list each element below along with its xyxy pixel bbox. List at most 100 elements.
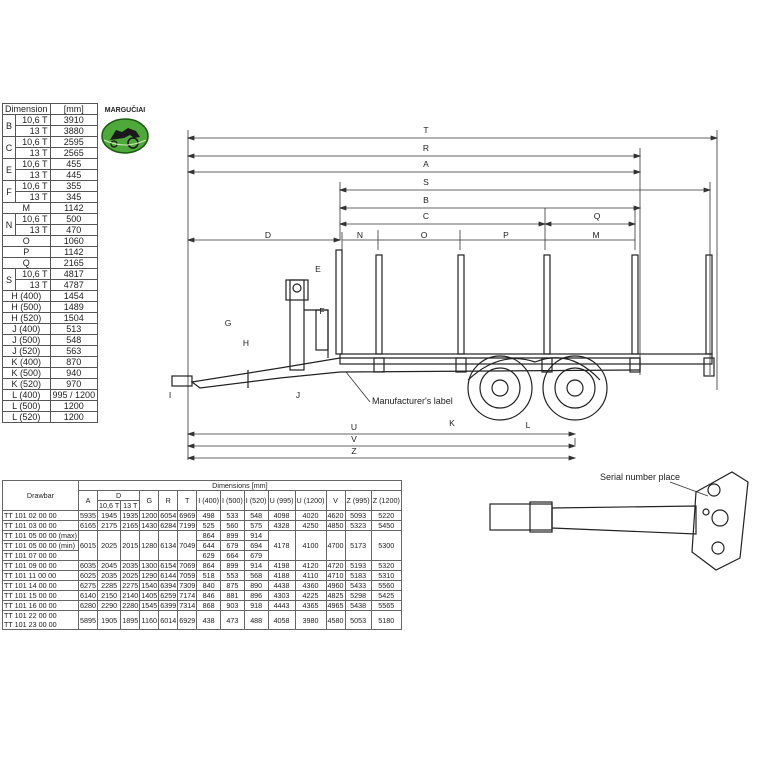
table-cell: 864 (196, 560, 222, 571)
table-cell: 4058 (267, 610, 296, 630)
drawbar-header: Drawbar (2, 480, 79, 511)
dimension-variant: 10,6 T (15, 158, 51, 170)
table-cell: 4110 (294, 570, 327, 581)
table-cell: 553 (220, 570, 245, 581)
dimension-value: 970 (49, 378, 99, 390)
drawbar-code: TT 101 02 00 00 (2, 510, 79, 521)
table-cell: 664 (220, 550, 245, 561)
table-cell: 896 (243, 590, 269, 601)
dimension-row: H (520)1504 (2, 312, 99, 324)
dimension-value: 995 / 1200 (49, 389, 99, 401)
table-cell: 4965 (325, 600, 346, 611)
table-cell: 4700 (325, 530, 346, 561)
table-cell: 5093 (344, 510, 372, 521)
table-cell: 5300 (370, 530, 402, 561)
drawbar-code: TT 101 05 00 00 (min) (2, 540, 79, 551)
dimension-value: 345 (49, 191, 99, 203)
table-cell: 4365 (294, 600, 327, 611)
col-header: I (520) (243, 490, 269, 511)
dimension-row: K (400)870 (2, 356, 99, 368)
table-cell: 4328 (267, 520, 296, 531)
dim-letter-l: L (526, 420, 531, 430)
dimension-name: J (500) (2, 334, 51, 346)
dimension-name: L (520) (2, 411, 51, 423)
dimension-variant: 10,6 T (15, 136, 51, 148)
dimension-value: 1454 (49, 290, 99, 302)
col-header: G (139, 490, 160, 511)
table-cell: 4620 (325, 510, 346, 521)
dimension-name: J (520) (2, 345, 51, 357)
dimension-name: H (400) (2, 290, 51, 302)
table-cell: 5193 (344, 560, 372, 571)
table-cell: 899 (220, 530, 245, 541)
table-cell: 629 (196, 550, 222, 561)
table-cell: 2035 (120, 560, 141, 571)
table-cell: 518 (196, 570, 222, 581)
dim-letter-u: U (351, 422, 357, 432)
drawbar-code: TT 101 11 00 00 (2, 570, 79, 581)
table-cell: 6969 (177, 510, 198, 521)
table-cell: 868 (196, 600, 222, 611)
dim-letter-a: A (423, 159, 429, 169)
table-cell: 5935 (77, 510, 98, 521)
col-header: I (400) (196, 490, 222, 511)
table-cell: 6259 (158, 590, 179, 601)
table-cell: 914 (243, 530, 269, 541)
dimension-value: 1200 (49, 411, 99, 423)
dim-letter-n: N (357, 230, 363, 240)
col-header: V (325, 490, 346, 511)
table-cell: 2280 (120, 600, 141, 611)
dimension-variant: 13 T (15, 125, 51, 137)
dimension-variant: 10,6 T (15, 180, 51, 192)
table-cell: 1160 (139, 610, 160, 630)
table-cell: 2025 (96, 530, 122, 561)
table-cell: 498 (196, 510, 222, 521)
dimension-value: 2595 (49, 136, 99, 148)
drawbar-code: TT 101 03 00 00 (2, 520, 79, 531)
logo-text: MARGUČIAI (105, 105, 145, 114)
dimension-value: 1504 (49, 312, 99, 324)
dimension-value: 355 (49, 180, 99, 192)
dimension-name: L (500) (2, 400, 51, 412)
col-header: T (177, 490, 198, 511)
serial-number-label: Serial number place (600, 472, 680, 482)
table-cell: 903 (220, 600, 245, 611)
table-cell: 679 (243, 550, 269, 561)
table-cell: 890 (243, 580, 269, 591)
dim-letter-s: S (423, 177, 429, 187)
dim-letter-m: M (592, 230, 599, 240)
dimension-value: 4787 (49, 279, 99, 291)
table-cell: 2165 (120, 520, 141, 531)
dim-letter-j: J (296, 390, 300, 400)
table-cell: 840 (196, 580, 222, 591)
dimension-variant: 13 T (15, 224, 51, 236)
table-cell: 881 (220, 590, 245, 601)
dimension-name: L (400) (2, 389, 51, 401)
table-cell: 5425 (370, 590, 402, 601)
dimension-name: J (400) (2, 323, 51, 335)
trailer-body (171, 249, 715, 421)
dim-letter-t: T (423, 125, 428, 135)
table-cell: 7049 (177, 530, 198, 561)
dimension-row: L (520)1200 (2, 411, 99, 423)
dimension-name: N (1, 213, 17, 236)
table-cell: 6140 (77, 590, 98, 601)
table-cell: 6284 (158, 520, 179, 531)
